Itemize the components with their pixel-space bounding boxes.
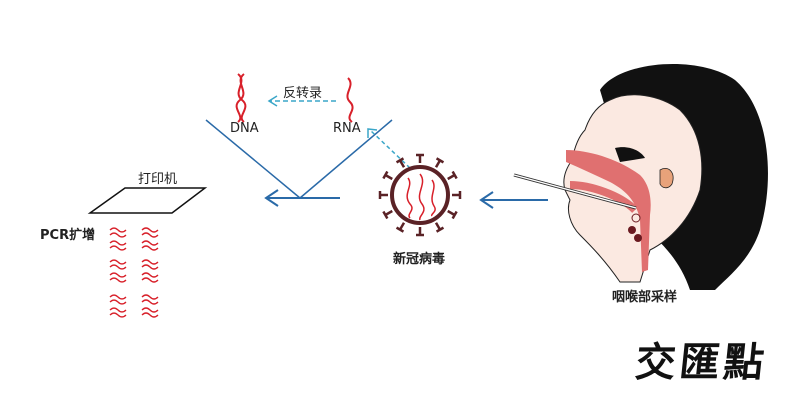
virus-spike	[384, 173, 393, 181]
printer-shape	[87, 187, 208, 214]
watermark-logo: 交匯點	[633, 339, 771, 386]
virus-spike-tip	[395, 226, 405, 233]
virus-spike-tip	[451, 210, 458, 220]
dna-label: DNA	[230, 121, 259, 136]
wave-mark	[141, 245, 159, 251]
virus-spike	[447, 209, 456, 217]
wave-mark	[141, 299, 159, 305]
virus-spike-tip	[451, 170, 458, 180]
reverse-transcription-label: 反转录	[283, 86, 323, 101]
virus-spike-tip	[435, 226, 445, 233]
wave-mark	[109, 277, 127, 283]
virus-spike	[384, 209, 393, 217]
virus-spike	[434, 159, 442, 168]
pcr-label: PCR扩增	[40, 228, 96, 243]
pcr-amplification-waves	[109, 227, 159, 318]
rna-strand-icon	[346, 77, 354, 123]
wave-mark	[141, 240, 159, 246]
virus-spike-tip	[395, 157, 405, 164]
dna-helix-icon	[235, 73, 247, 123]
virus-spike-tip	[435, 157, 445, 164]
wave-mark	[141, 232, 159, 238]
wave-mark	[141, 264, 159, 270]
virus-spike-tip	[382, 210, 389, 220]
wave-mark	[141, 307, 159, 313]
wave-mark	[109, 259, 127, 265]
wave-mark	[109, 264, 127, 270]
wave-mark	[109, 245, 127, 251]
wave-mark	[141, 294, 159, 300]
virus-spike	[434, 222, 442, 231]
sampling-arrow-icon	[479, 191, 548, 209]
wave-mark	[141, 227, 159, 233]
wave-mark	[109, 272, 127, 278]
virus-spike-tip	[382, 170, 389, 180]
virus-spike	[398, 159, 406, 168]
v-shape-lines	[205, 119, 393, 199]
wave-mark	[141, 272, 159, 278]
throat-swab-icon	[513, 173, 637, 210]
wave-mark	[141, 277, 159, 283]
wave-mark	[109, 227, 127, 233]
wave-mark	[109, 307, 127, 313]
wave-mark	[109, 232, 127, 238]
wave-mark	[109, 312, 127, 318]
wave-mark	[141, 259, 159, 265]
virus-to-rna-arrow	[367, 128, 411, 169]
virus-icon	[378, 153, 462, 237]
virus-label: 新冠病毒	[393, 252, 446, 267]
virus-spike	[447, 173, 456, 181]
wave-mark	[109, 240, 127, 246]
left-arrow-icon	[264, 189, 340, 207]
child-head-illustration	[563, 63, 768, 291]
reverse-transcription-arrow	[267, 95, 336, 107]
wave-mark	[109, 294, 127, 300]
rna-label: RNA	[333, 121, 361, 136]
printer-label: 打印机	[138, 172, 178, 187]
wave-mark	[109, 299, 127, 305]
sampling-label: 咽喉部采样	[612, 290, 678, 305]
virus-spike	[398, 222, 406, 231]
wave-mark	[141, 312, 159, 318]
